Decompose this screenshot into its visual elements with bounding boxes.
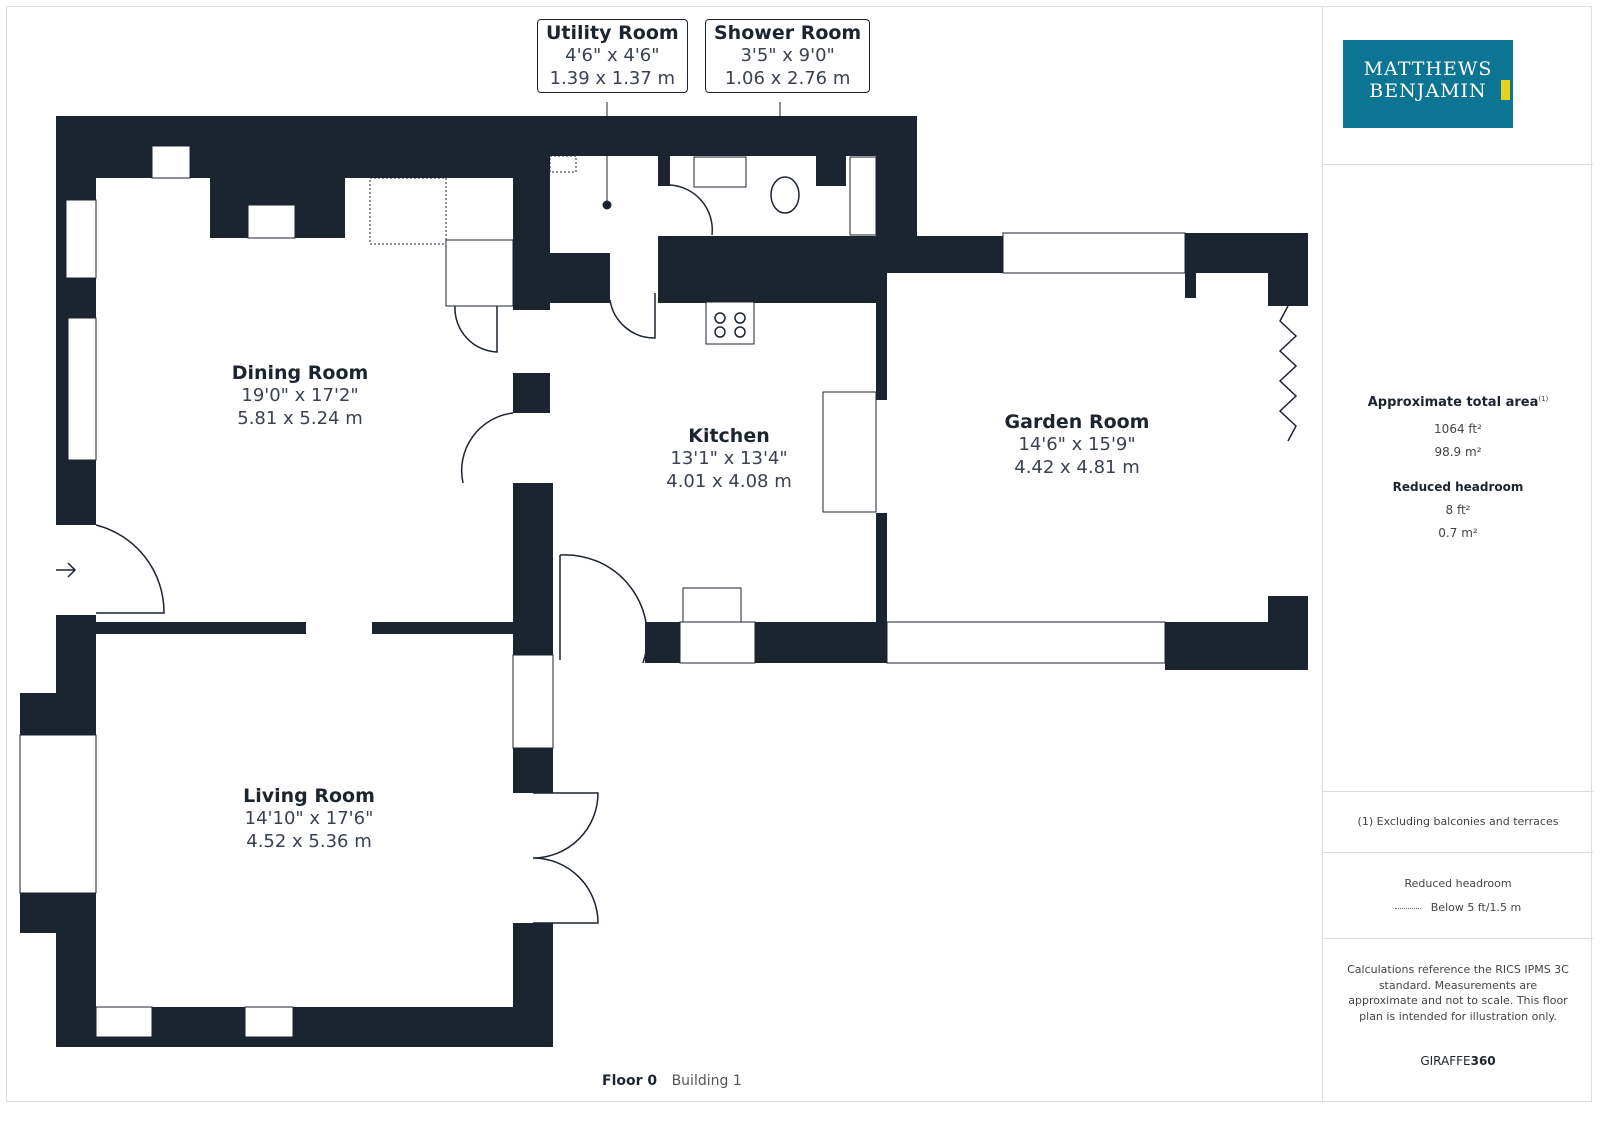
room-metric: 1.06 x 2.76 m bbox=[724, 68, 851, 89]
room-name: Living Room bbox=[243, 785, 375, 807]
logo-line1: MATTHEWS bbox=[1363, 58, 1493, 80]
reduced-title: Reduced headroom bbox=[1392, 480, 1524, 494]
room-name: Dining Room bbox=[231, 362, 369, 384]
reduced-headroom-area bbox=[369, 155, 577, 245]
room-metric: 4.42 x 4.81 m bbox=[1014, 457, 1140, 478]
room-metric: 4.52 x 5.36 m bbox=[246, 831, 372, 852]
dotted-line-legend-icon bbox=[1394, 907, 1421, 909]
room-imperial: 3'5" x 9'0" bbox=[740, 45, 835, 66]
room-metric: 5.81 x 5.24 m bbox=[237, 408, 363, 429]
room-imperial: 19'0" x 17'2" bbox=[241, 385, 359, 406]
floor-label: Floor 0 bbox=[602, 1073, 658, 1089]
legend-title: Reduced headroom bbox=[1404, 877, 1512, 890]
callout-shower-room: Shower Room 3'5" x 9'0" 1.06 x 2.76 m bbox=[705, 19, 871, 93]
room-name: Shower Room bbox=[714, 22, 862, 44]
logo-accent bbox=[1501, 80, 1510, 100]
info-sidebar: MATTHEWS BENJAMIN Approximate total area… bbox=[1322, 6, 1593, 1102]
room-label-dining: Dining Room 19'0" x 17'2" 5.81 x 5.24 m bbox=[232, 362, 369, 430]
room-imperial: 4'6" x 4'6" bbox=[565, 45, 660, 66]
room-imperial: 14'6" x 15'9" bbox=[1018, 434, 1136, 455]
building-label: Building 1 bbox=[671, 1073, 742, 1089]
room-metric: 4.01 x 4.08 m bbox=[666, 471, 792, 492]
disclaimer: Calculations reference the RICS IPMS 3C … bbox=[1347, 963, 1569, 1023]
area-m: 98.9 m² bbox=[1434, 445, 1482, 459]
brand-b: 360 bbox=[1470, 1054, 1496, 1068]
area-title: Approximate total area bbox=[1367, 395, 1539, 410]
room-label-living: Living Room 14'10" x 17'6" 4.52 x 5.36 m bbox=[243, 785, 375, 853]
reduced-m: 0.7 m² bbox=[1438, 526, 1478, 540]
callout-leaders bbox=[602, 102, 781, 210]
area-footnote-mark: (1) bbox=[1538, 395, 1549, 403]
logo-line2: BENJAMIN bbox=[1369, 80, 1487, 102]
room-name: Garden Room bbox=[1004, 411, 1150, 433]
area-ft: 1064 ft² bbox=[1434, 422, 1482, 436]
callout-utility-room: Utility Room 4'6" x 4'6" 1.39 x 1.37 m bbox=[537, 19, 688, 93]
company-logo: MATTHEWS BENJAMIN bbox=[1343, 40, 1513, 128]
legend-item: Below 5 ft/1.5 m bbox=[1430, 901, 1522, 914]
windows bbox=[19, 145, 1186, 1038]
room-imperial: 13'1" x 13'4" bbox=[670, 448, 788, 469]
floor-footer: Floor 0 Building 1 bbox=[602, 1073, 742, 1089]
reduced-ft: 8 ft² bbox=[1445, 503, 1471, 517]
room-label-kitchen: Kitchen 13'1" x 13'4" 4.01 x 4.08 m bbox=[666, 425, 792, 493]
room-metric: 1.39 x 1.37 m bbox=[549, 68, 676, 89]
room-name: Utility Room bbox=[546, 22, 679, 44]
footnote: (1) Excluding balconies and terraces bbox=[1357, 815, 1559, 828]
doors bbox=[56, 176, 1298, 924]
room-imperial: 14'10" x 17'6" bbox=[244, 808, 374, 829]
frame bbox=[6, 6, 1592, 1102]
brand-a: GIRAFFE bbox=[1420, 1054, 1471, 1068]
room-label-garden: Garden Room 14'6" x 15'9" 4.42 x 4.81 m bbox=[1005, 411, 1150, 479]
room-name: Kitchen bbox=[688, 425, 770, 447]
